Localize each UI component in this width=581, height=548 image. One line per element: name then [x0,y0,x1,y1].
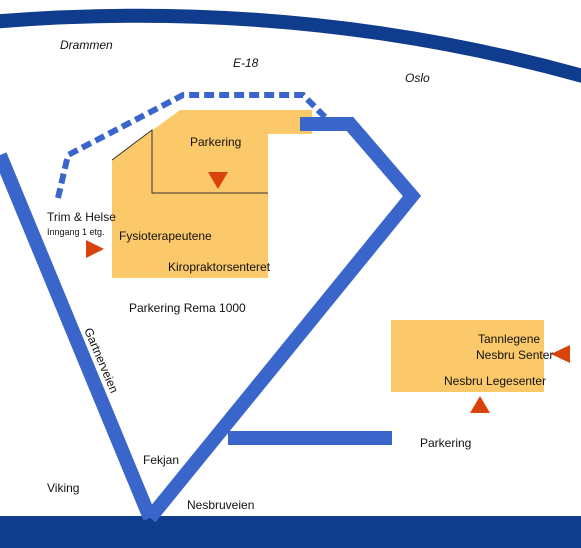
ring-road [144,117,422,523]
label-fysioterapeutene: Fysioterapeutene [119,229,212,243]
label-viking: Viking [47,481,79,495]
building-outline [111,129,153,193]
nesbru-building [391,320,544,392]
label-nesbru-legesenter: Nesbru Legesenter [444,374,546,388]
label-trim-helse: Trim & Helse [47,210,116,224]
label-nesbru-senter: Nesbru Senter [476,348,553,362]
entrance-arrow-icon [86,240,104,258]
legesenter-up-arrow-icon [470,396,490,413]
parking-arrow-icon [208,172,228,189]
label-nesbruveien: Nesbruveien [187,498,254,512]
legesenter-left-arrow-icon [551,345,570,363]
walking-path [55,92,333,199]
label-parkering-rema: Parkering Rema 1000 [129,301,246,315]
label-tannlegene: Tannlegene [478,332,540,346]
building-complex [112,110,312,278]
label-drammen: Drammen [60,38,113,52]
gartnerveien-road [0,152,157,521]
label-parkering-right: Parkering [420,436,471,450]
label-parkering-top: Parkering [190,135,241,149]
label-oslo: Oslo [405,71,430,85]
label-inngang: Inngang 1 etg. [47,227,105,237]
label-fekjan: Fekjan [143,453,179,467]
e18-highway [0,8,581,83]
label-e18: E-18 [233,56,259,70]
label-kiropraktor: Kiropraktorsenteret [168,260,271,274]
nesbruveien-road [0,516,581,548]
